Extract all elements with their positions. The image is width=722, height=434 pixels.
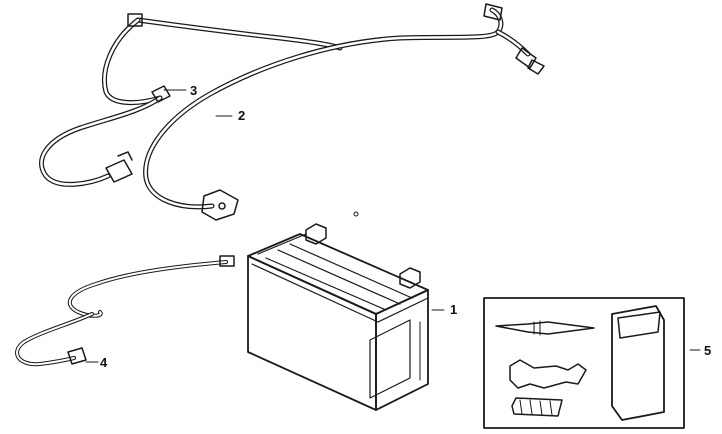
small-lead — [15, 255, 235, 367]
callout-negative-cable: 3 — [190, 83, 198, 98]
callout-battery: 1 — [450, 302, 458, 317]
callout-positive-cable: 2 — [238, 108, 246, 123]
negative-cable — [39, 13, 343, 187]
tool-kit — [483, 297, 701, 429]
positive-cable — [143, 3, 545, 221]
callout-small-lead: 4 — [100, 355, 108, 370]
battery — [247, 211, 445, 411]
callout-tool-kit: 5 — [704, 343, 712, 358]
